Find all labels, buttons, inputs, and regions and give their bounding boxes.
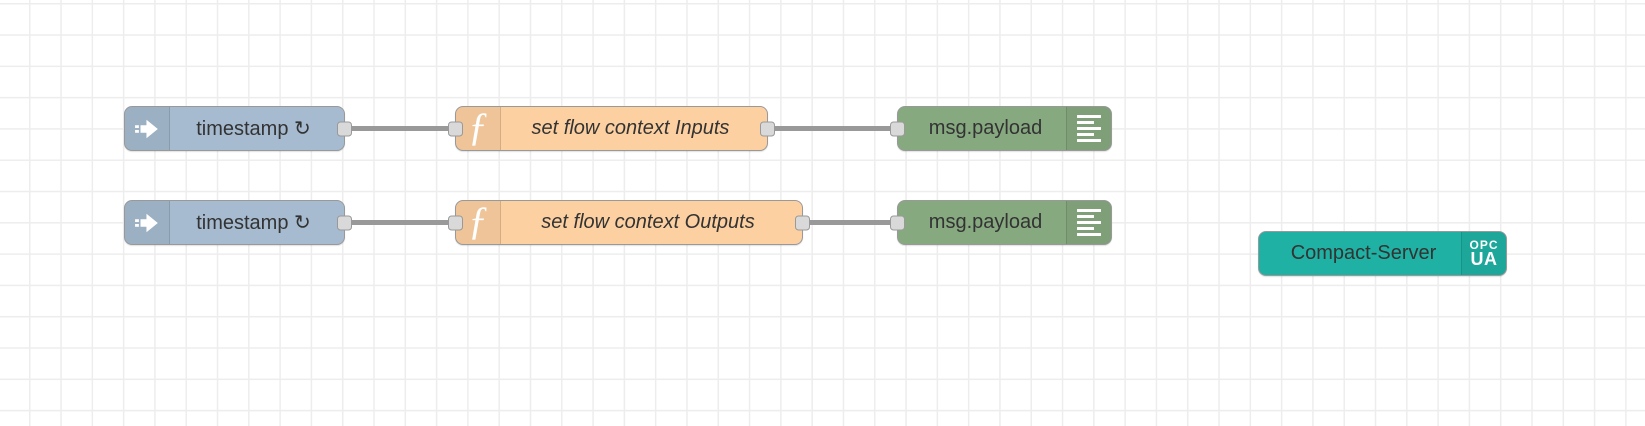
function-node-set-flow-context-inputs[interactable]: ƒ set flow context Inputs bbox=[448, 106, 775, 151]
node-label: timestamp ↻ bbox=[196, 118, 311, 140]
output-port[interactable] bbox=[760, 121, 775, 136]
inject-arrow-icon bbox=[125, 201, 170, 244]
debug-output-icon bbox=[1066, 201, 1111, 244]
function-f-icon: ƒ bbox=[456, 200, 501, 244]
node-label: set flow context Inputs bbox=[531, 117, 730, 139]
node-label: set flow context Outputs bbox=[541, 211, 755, 233]
inject-trigger-button-inner bbox=[95, 210, 119, 235]
input-port[interactable] bbox=[890, 121, 905, 136]
inject-arrow-icon bbox=[125, 107, 170, 150]
inject-node-timestamp-1[interactable]: timestamp ↻ bbox=[87, 106, 352, 151]
debug-output-icon bbox=[1066, 107, 1111, 150]
node-label: Compact-Server bbox=[1290, 242, 1437, 264]
inject-node-timestamp-2[interactable]: timestamp ↻ bbox=[87, 200, 352, 245]
output-port[interactable] bbox=[795, 215, 810, 230]
node-label: timestamp ↻ bbox=[196, 212, 311, 234]
opcua-compact-server-node[interactable]: OPC UA Compact-Server bbox=[1258, 231, 1507, 276]
input-port[interactable] bbox=[890, 215, 905, 230]
debug-node-msg-payload-1[interactable]: msg.payload bbox=[890, 106, 1137, 151]
wire-inject2-function2[interactable] bbox=[345, 220, 455, 225]
function-f-icon: ƒ bbox=[456, 106, 501, 150]
wire-function1-debug1[interactable] bbox=[768, 126, 897, 131]
opcua-icon: OPC UA bbox=[1461, 232, 1506, 275]
input-port[interactable] bbox=[448, 121, 463, 136]
wire-function2-debug2[interactable] bbox=[803, 220, 897, 225]
debug-node-msg-payload-2[interactable]: msg.payload bbox=[890, 200, 1137, 245]
function-node-set-flow-context-outputs[interactable]: ƒ set flow context Outputs bbox=[448, 200, 810, 245]
inject-trigger-button-inner bbox=[95, 116, 119, 141]
node-label: msg.payload bbox=[928, 117, 1043, 139]
node-label: msg.payload bbox=[928, 211, 1043, 233]
wire-inject1-function1[interactable] bbox=[345, 126, 455, 131]
output-port[interactable] bbox=[337, 121, 352, 136]
output-port[interactable] bbox=[337, 215, 352, 230]
input-port[interactable] bbox=[448, 215, 463, 230]
